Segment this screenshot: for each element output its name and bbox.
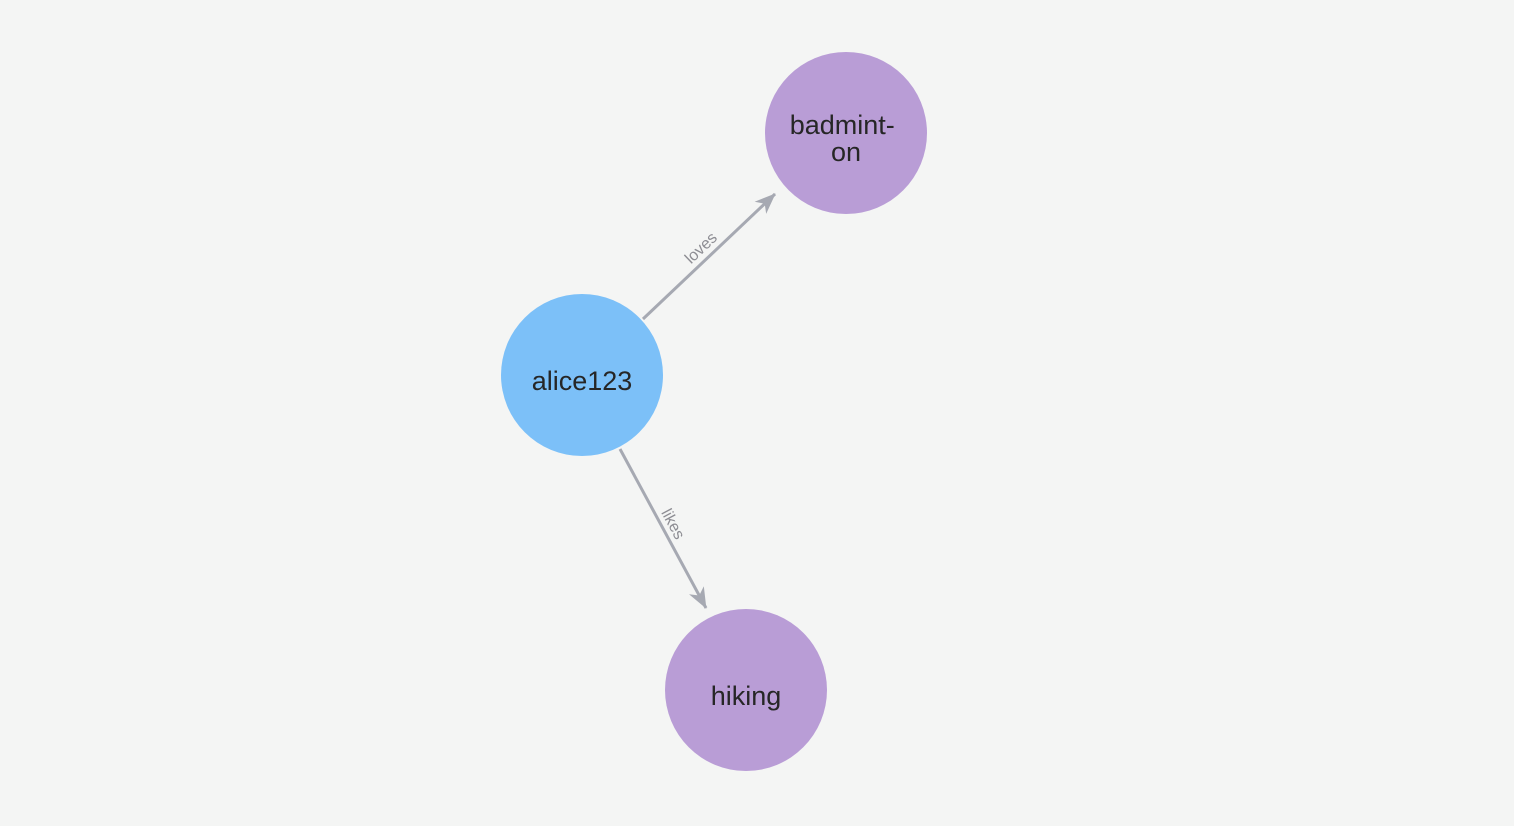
node-label-badminton: badmint- on: [790, 110, 903, 167]
node-badminton[interactable]: badmint- on: [765, 52, 927, 214]
edge-likes[interactable]: likes: [618, 448, 708, 609]
node-label-badminton-line1: badmint-: [790, 110, 895, 140]
node-label-badminton-line2: on: [831, 137, 861, 167]
node-circle-badminton[interactable]: [765, 52, 927, 214]
edge-line-likes[interactable]: [618, 448, 708, 609]
edge-loves[interactable]: loves: [641, 192, 777, 321]
node-alice123[interactable]: alice123: [501, 294, 663, 456]
edge-line-loves[interactable]: [641, 192, 777, 321]
node-hiking[interactable]: hiking: [665, 609, 827, 771]
node-label-alice123: alice123: [532, 366, 633, 396]
node-circle-hiking[interactable]: [665, 609, 827, 771]
node-circle-alice123[interactable]: [501, 294, 663, 456]
node-label-hiking: hiking: [711, 681, 782, 711]
